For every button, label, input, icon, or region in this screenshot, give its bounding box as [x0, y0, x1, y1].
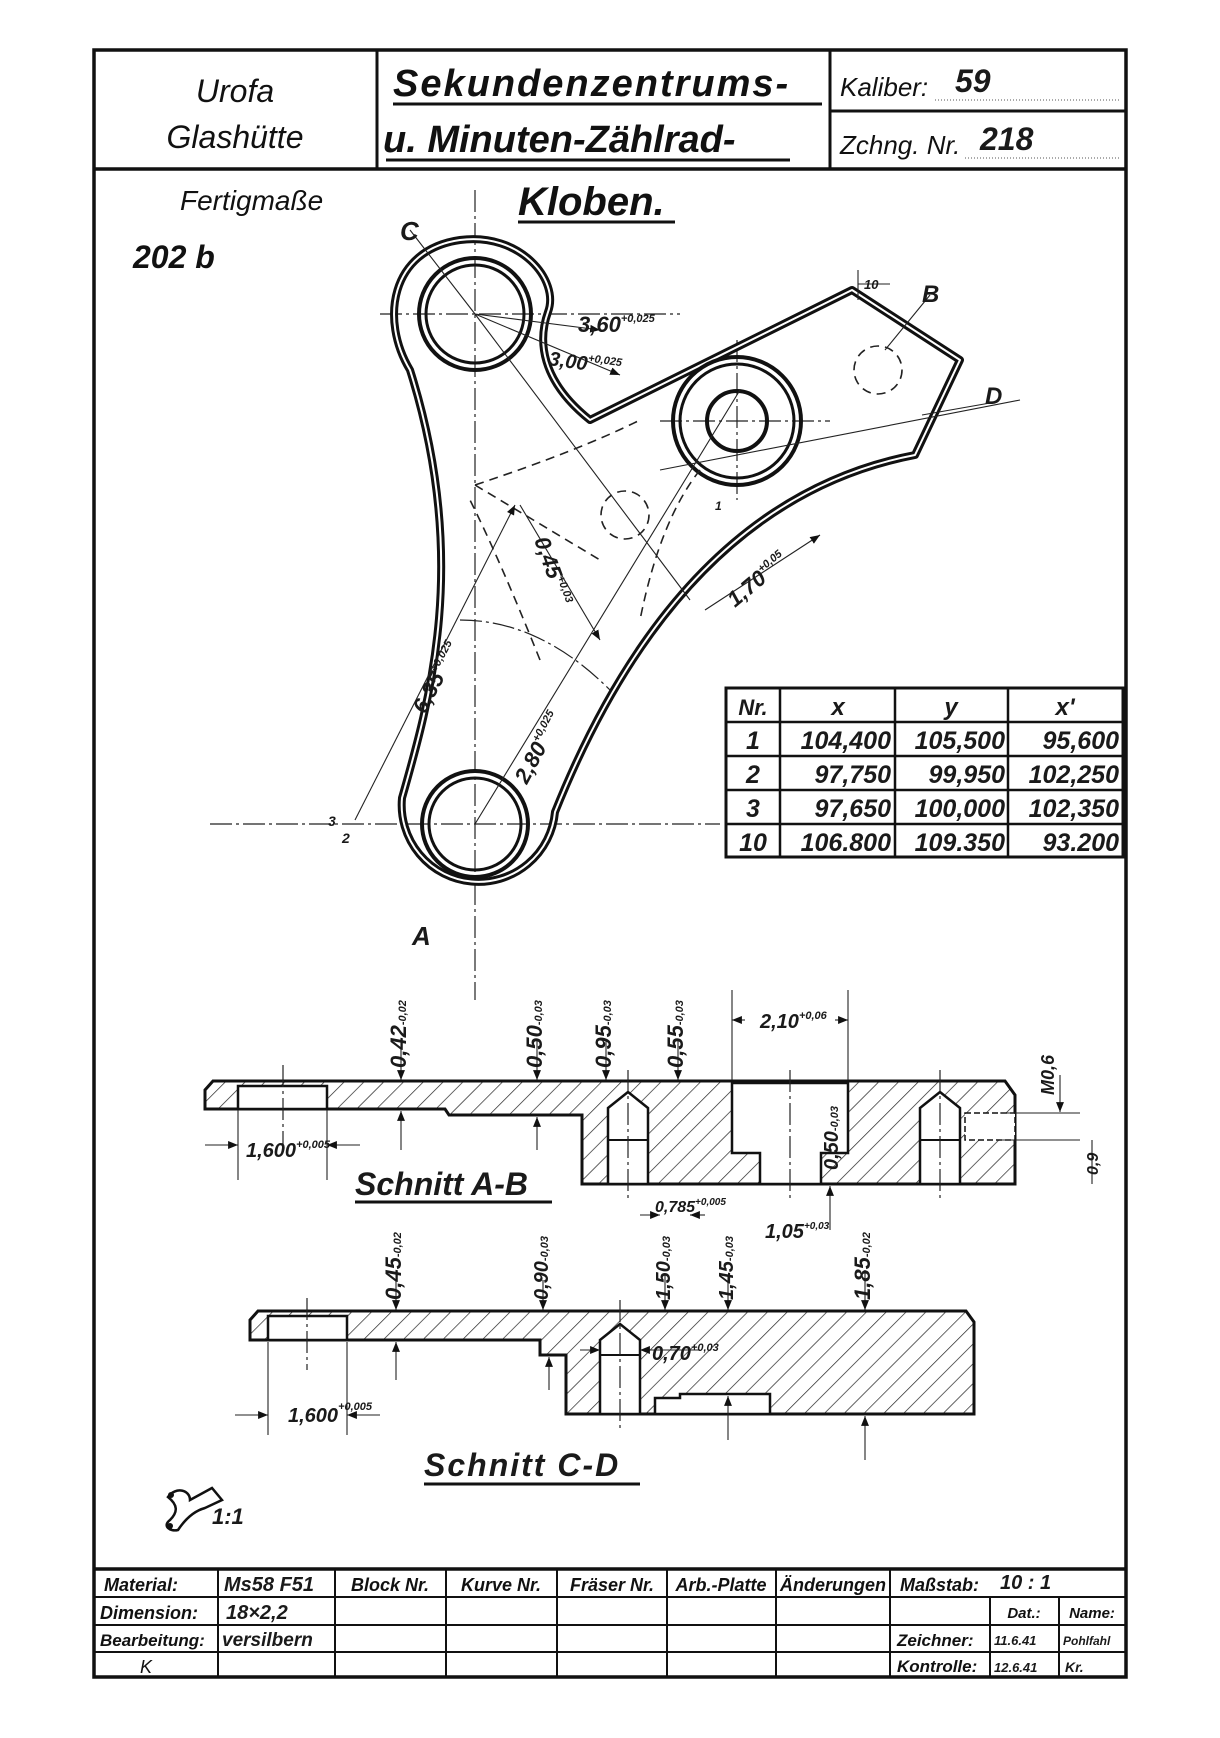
point-d-label: D: [985, 383, 1002, 410]
cell-x: 104,400: [801, 727, 891, 755]
dim-1-70: 1,70+0,05: [722, 547, 793, 612]
point-c-label: C: [400, 216, 420, 246]
cell-y: 99,950: [929, 761, 1006, 789]
work-plate-header: Arb.-Platte: [674, 1575, 766, 1595]
actual-size-part-icon: [165, 1486, 224, 1532]
section-c-d: 0,45-0,02 0,90-0,03 1,50-0,03 1,45-0,03 …: [235, 1232, 976, 1486]
block-nr-header: Block Nr.: [351, 1575, 429, 1595]
dim-3-60: 3,60+0,025: [578, 312, 656, 337]
drawing-title-line-2: u. Minuten-Zählrad-: [383, 119, 736, 161]
cell-x: 97,750: [815, 761, 892, 789]
dim-3-00: 3,00+0,025: [547, 347, 623, 380]
section-a-b: 0,42-0,02 0,50-0,03 0,95-0,03 0,55-0,03 …: [203, 990, 1102, 1243]
cell-x-prime: 102,250: [1029, 761, 1119, 789]
drawing-number-label: Zchng. Nr.: [839, 130, 960, 160]
cell-nr: 2: [745, 761, 760, 789]
mark-3: 3: [328, 813, 336, 829]
dim-1-600-cd: 1,600+0,005: [288, 1401, 373, 1427]
table-row: 2 97,750 99,950 102,250: [745, 761, 1119, 789]
point-b-label: B: [922, 281, 939, 308]
table-header-row: Nr. x y x': [738, 694, 1075, 721]
dim-0-90: 0,90-0,03: [531, 1236, 553, 1300]
cell-x-prime: 102,350: [1029, 795, 1119, 823]
cutter-nr-header: Fräser Nr.: [570, 1575, 654, 1595]
mark-2: 2: [341, 830, 350, 846]
section-a-b-title: Schnitt A-B: [355, 1166, 528, 1202]
dimension-label: Dimension:: [100, 1603, 198, 1623]
dim-0-55: 0,55-0,03: [663, 1000, 688, 1068]
dim-m0-6: M0,6: [1038, 1054, 1058, 1095]
header-y: y: [943, 694, 959, 721]
dim-0-50: 0,50-0,03: [522, 1000, 547, 1068]
dim-1-45: 1,45-0,03: [716, 1236, 738, 1300]
drawn-signature: Pohlfahl: [1063, 1634, 1111, 1648]
dim-1-600-ab: 1,600+0,005: [246, 1139, 331, 1162]
cell-y: 109.350: [915, 829, 1005, 857]
dim-10: 10: [864, 277, 879, 292]
scale-label: Maßstab:: [900, 1575, 979, 1595]
dim-0-45: 0,45+0,03: [529, 533, 577, 608]
part-code: 202 b: [132, 239, 215, 275]
dim-0-785: 0,785+0,005: [655, 1197, 726, 1216]
part-name: Kloben.: [518, 180, 665, 224]
cell-x-prime: 95,600: [1043, 727, 1120, 755]
dim-2-10: 2,10+0,06: [759, 1010, 828, 1033]
dim-0-95: 0,95-0,03: [591, 1000, 616, 1068]
company-line-1: Urofa: [196, 73, 274, 109]
cell-x: 106.800: [801, 829, 891, 857]
cell-nr: 10: [739, 829, 767, 857]
date-header: Dat.:: [1007, 1605, 1040, 1622]
processing-label: Bearbeitung:: [100, 1631, 205, 1650]
cell-y: 105,500: [915, 727, 1005, 755]
title-block: Material: Ms58 F51 Dimension: 18×2,2 Bea…: [94, 1567, 1126, 1677]
dim-0-42: 0,42-0,02: [386, 1000, 411, 1068]
checked-date: 12.6.41: [994, 1660, 1037, 1675]
finish-dimensions-note: Fertigmaße: [180, 185, 323, 216]
actual-scale-label: 1:1: [212, 1504, 244, 1529]
plan-view: C B D A 3,60+0,025 3,00+0,025 0,45+0,03 …: [210, 190, 1021, 1000]
kaliber-label: Kaliber:: [840, 72, 928, 102]
cell-y: 100,000: [915, 795, 1005, 823]
dim-0-50-pocket: 0,50-0,03: [821, 1106, 843, 1170]
checked-signature: Kr.: [1065, 1659, 1084, 1675]
section-c-d-title: Schnitt C-D: [424, 1447, 620, 1483]
dim-1-85: 1,85-0,02: [850, 1232, 875, 1300]
kaliber-value: 59: [955, 63, 991, 99]
coordinate-table: Nr. x y x' 1 104,400 105,500 95,600 2 97…: [724, 686, 1125, 859]
header: Urofa Glashütte Sekundenzentrums- u. Min…: [167, 63, 1120, 162]
scale-value: 10 : 1: [1000, 1572, 1051, 1594]
header-x: x: [829, 694, 846, 721]
table-row: 3 97,650 100,000 102,350: [746, 795, 1119, 823]
header-nr: Nr.: [738, 695, 767, 720]
point-a-label: A: [411, 921, 431, 951]
name-header: Name:: [1069, 1605, 1115, 1622]
table-row: 10 106.800 109.350 93.200: [739, 829, 1119, 857]
cell-x: 97,650: [815, 795, 892, 823]
dimension-value: 18×2,2: [226, 1602, 288, 1624]
cell-x-prime: 93.200: [1043, 829, 1120, 857]
table-row: 1 104,400 105,500 95,600: [746, 727, 1119, 755]
mark-1: 1: [715, 499, 722, 513]
drawn-by-label: Zeichner:: [896, 1631, 974, 1650]
extra-mark: K: [140, 1657, 153, 1677]
drawing-title-line-1: Sekundenzentrums-: [393, 63, 790, 105]
material-value: Ms58 F51: [224, 1574, 314, 1596]
dim-1-50: 1,50-0,03: [653, 1236, 675, 1300]
drawn-date: 11.6.41: [994, 1633, 1036, 1648]
header-x-prime: x': [1053, 694, 1075, 721]
dim-0-70: 0,70+0,03: [652, 1342, 719, 1365]
dim-1-05: 1,05+0,03: [765, 1221, 830, 1243]
cell-nr: 1: [746, 727, 760, 755]
drawing-number-value: 218: [979, 121, 1034, 157]
material-label: Material:: [104, 1575, 178, 1595]
dim-0-9: 0,9: [1085, 1153, 1102, 1175]
cell-nr: 3: [746, 795, 760, 823]
sheet-frame: [92, 48, 1128, 1679]
processing-value: versilbern: [222, 1630, 313, 1651]
dim-0-45-cd: 0,45-0,02: [381, 1232, 406, 1300]
checked-by-label: Kontrolle:: [897, 1657, 977, 1676]
company-line-2: Glashütte: [167, 119, 304, 155]
curve-nr-header: Kurve Nr.: [461, 1575, 541, 1595]
changes-header: Änderungen: [779, 1575, 886, 1595]
